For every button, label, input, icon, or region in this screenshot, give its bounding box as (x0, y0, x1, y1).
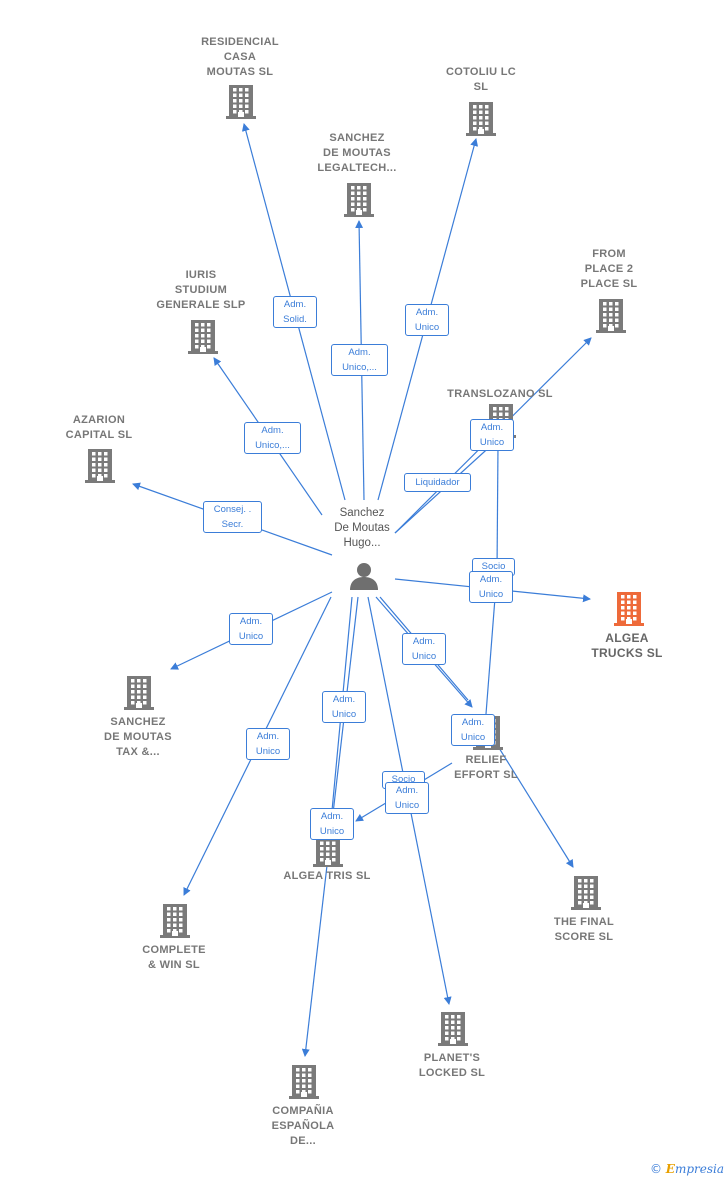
building-icon[interactable] (344, 183, 374, 217)
person-icon[interactable] (349, 561, 379, 591)
edge-relief-up (485, 584, 497, 715)
edge-label-algea-tris-b: Adm. Unico (310, 808, 354, 840)
edge-label-complete: Adm. Unico (246, 728, 290, 760)
node-label-relief[interactable]: RELIEF EFFORT SL (454, 754, 518, 781)
node-label-residencial[interactable]: RESIDENCIAL CASA MOUTAS SL (201, 36, 279, 78)
node-label-iuris[interactable]: IURIS STUDIUM GENERALE SLP (156, 269, 246, 311)
node-label-translozano[interactable]: TRANSLOZANO SL (447, 388, 553, 400)
edge-label-iuris: Adm. Unico,... (244, 422, 301, 454)
edge-label-algea-tris-a: Adm. Unico (322, 691, 366, 723)
empresia-watermark: © Empresia (650, 1162, 724, 1176)
center-person-label[interactable]: Sanchez De Moutas Hugo... (334, 507, 390, 549)
edge-label-legaltech: Adm. Unico,... (331, 344, 388, 376)
building-icon[interactable] (289, 1065, 319, 1099)
edge-label-residencial: Adm. Solid. (273, 296, 317, 328)
building-icon[interactable] (438, 1012, 468, 1046)
building-icon[interactable] (466, 102, 496, 136)
building-icon[interactable] (614, 592, 644, 626)
node-label-compania[interactable]: COMPAÑIA ESPAÑOLA DE... (271, 1105, 335, 1147)
node-label-complete[interactable]: COMPLETE & WIN SL (142, 944, 206, 971)
edge-label-relief: Adm. Unico (402, 633, 446, 665)
node-label-azarion[interactable]: AZARION CAPITAL SL (65, 414, 133, 441)
node-label-tax[interactable]: SANCHEZ DE MOUTAS TAX &... (104, 716, 172, 758)
node-label-final-score[interactable]: THE FINAL SCORE SL (553, 916, 615, 943)
node-label-algea-tris[interactable]: ALGEA TRIS SL (283, 870, 371, 882)
edge-label-translozano: Liquidador (404, 473, 471, 492)
brand-initial: E (665, 1162, 675, 1176)
building-icon[interactable] (160, 904, 190, 938)
edge-label-relief-final: Adm. Unico (451, 714, 495, 746)
edge-label-cotoliu: Adm. Unico (405, 304, 449, 336)
edge-label-algea-trucks: Adm. Unico (469, 571, 513, 603)
edge-label-tax: Adm. Unico (229, 613, 273, 645)
node-label-algea-trucks[interactable]: ALGEA TRUCKS SL (591, 631, 663, 660)
building-icon[interactable] (85, 449, 115, 483)
node-label-planets[interactable]: PLANET'S LOCKED SL (418, 1052, 486, 1079)
edge-label-planets: Adm. Unico (385, 782, 429, 814)
edge-label-azarion: Consej. . Secr. (203, 501, 262, 533)
edge-translozano-b (496, 444, 499, 573)
building-icon[interactable] (596, 299, 626, 333)
building-icon[interactable] (226, 85, 256, 119)
building-icon[interactable] (571, 876, 601, 910)
building-icon[interactable] (188, 320, 218, 354)
copyright-symbol: © (649, 1162, 662, 1176)
node-label-cotoliu[interactable]: COTOLIU LC SL (445, 66, 516, 93)
building-icon[interactable] (124, 676, 154, 710)
node-label-legaltech[interactable]: SANCHEZ DE MOUTAS LEGALTECH... (317, 132, 397, 174)
node-label-from-place[interactable]: FROM PLACE 2 PLACE SL (580, 248, 638, 290)
brand-name: mpresia (674, 1162, 724, 1176)
edge-final-score (485, 726, 574, 868)
edge-label-from-place: Adm. Unico (470, 419, 514, 451)
